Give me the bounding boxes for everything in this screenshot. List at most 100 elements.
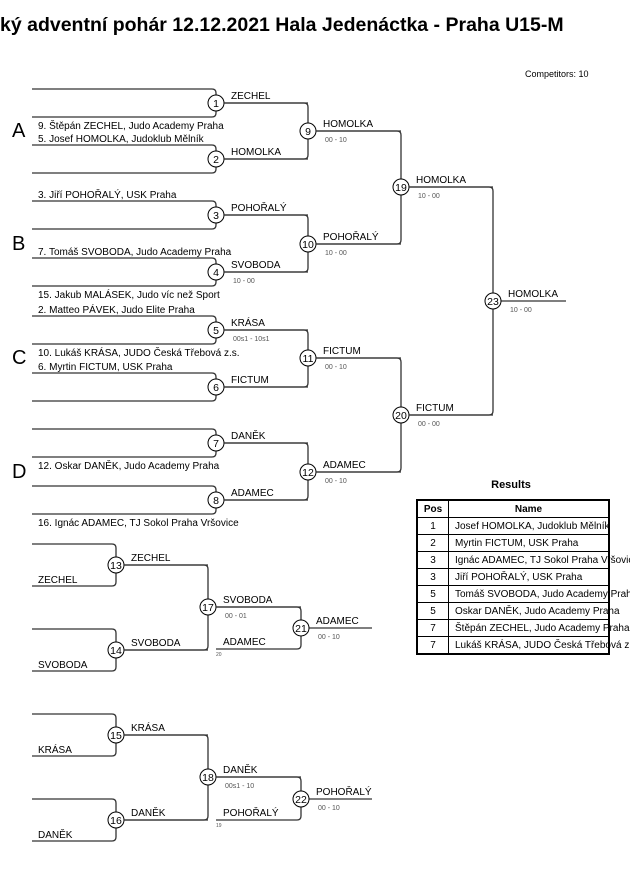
- competitor-entry: 16. Ignác ADAMEC, TJ Sokol Praha Vršovic…: [38, 518, 239, 529]
- match-score: 00 - 10: [325, 364, 347, 371]
- results-title: Results: [491, 479, 531, 491]
- match-number: 9: [305, 126, 311, 138]
- result-pos: 5: [416, 602, 449, 620]
- competitor-entry: 6. Myrtin FICTUM, USK Praha: [38, 362, 173, 373]
- pool-label-d: D: [12, 461, 26, 483]
- col-pos: Pos: [416, 499, 449, 518]
- competitor-entry: 12. Oskar DANĚK, Judo Academy Praha: [38, 459, 220, 472]
- pool-label-c: C: [12, 347, 26, 369]
- match-number: 1: [213, 98, 219, 110]
- round3-bracket: [316, 130, 402, 245]
- round1-bracket: [32, 485, 217, 515]
- winner-name: ADAMEC: [316, 616, 359, 627]
- competitor-entry: 3. Jiří POHOŘALÝ, USK Praha: [38, 188, 177, 201]
- final-bracket: [409, 186, 494, 416]
- match-score: 00 - 01: [225, 613, 247, 620]
- result-name: Lukáš KRÁSA, JUDO Česká Třebová z.s.: [448, 636, 630, 655]
- match-number: 2: [213, 154, 219, 166]
- result-pos: 1: [416, 517, 449, 535]
- match-number: 22: [295, 794, 307, 806]
- result-name: Tomáš SVOBODA, Judo Academy Praha: [448, 585, 630, 603]
- round1-bracket: [32, 144, 217, 174]
- match-number: 15: [110, 730, 122, 742]
- match-number: 11: [303, 353, 314, 365]
- winner-name: SVOBODA: [231, 260, 281, 271]
- round1-bracket: [32, 88, 217, 118]
- match-number-circle: [292, 619, 310, 637]
- winner-name: FICTUM: [416, 403, 454, 414]
- winner-name: HOMOLKA: [416, 175, 466, 186]
- result-name: Myrtin FICTUM, USK Praha: [448, 534, 610, 552]
- match-number: 14: [110, 645, 122, 657]
- winner-name: DANĚK: [223, 763, 258, 776]
- match-number-circle: [292, 790, 310, 808]
- match-number-circle: [484, 292, 502, 310]
- competitor-entry: DANĚK: [38, 828, 73, 841]
- match-number: 10: [302, 239, 314, 251]
- match-score: 00 - 10: [325, 137, 347, 144]
- result-name: Ignác ADAMEC, TJ Sokol Praha Vršovice: [448, 551, 630, 569]
- match-number: 5: [213, 325, 219, 337]
- match-number: 12: [302, 467, 314, 479]
- result-pos: 7: [416, 636, 449, 655]
- match-number: 20: [395, 410, 407, 422]
- match-number: 19: [395, 182, 407, 194]
- winner-name: ADAMEC: [323, 460, 366, 471]
- match-number: 7: [213, 438, 219, 450]
- winner-name: ZECHEL: [131, 553, 171, 564]
- winner-name: SVOBODA: [131, 638, 181, 649]
- round1-bracket: [32, 372, 217, 402]
- winner-name: HOMOLKA: [231, 147, 281, 158]
- winner-name: ZECHEL: [231, 91, 271, 102]
- winner-name: DANĚK: [231, 429, 266, 442]
- winner-name: POHOŘALÝ: [231, 201, 287, 214]
- competitor-entry: 10. Lukáš KRÁSA, JUDO Česká Třebová z.s.: [38, 346, 240, 359]
- match-number: 18: [202, 772, 214, 784]
- winner-name: KRÁSA: [231, 316, 265, 329]
- result-pos: 3: [416, 551, 449, 569]
- winner-name: ADAMEC: [231, 488, 274, 499]
- match-score: 10 - 00: [325, 250, 347, 257]
- page-title: ký adventní pohár 12.12.2021 Hala Jedená…: [0, 14, 564, 36]
- winner-name: SVOBODA: [223, 595, 273, 606]
- result-pos: 7: [416, 619, 449, 637]
- winner-name: FICTUM: [323, 346, 361, 357]
- result-name: Jiří POHOŘALÝ, USK Praha: [448, 568, 610, 586]
- bronze-entrant: POHOŘALÝ: [223, 806, 279, 819]
- match-number: 8: [213, 495, 219, 507]
- match-number: 6: [213, 382, 219, 394]
- round1-bracket: [32, 315, 217, 345]
- match-number: 21: [295, 623, 307, 635]
- match-number: 3: [213, 210, 219, 222]
- result-pos: 2: [416, 534, 449, 552]
- winner-name: HOMOLKA: [323, 119, 373, 130]
- pool-label-b: B: [12, 233, 25, 255]
- competitor-entry: 15. Jakub MALÁSEK, Judo víc než Sport: [38, 288, 220, 301]
- match-score: 00s1 - 10s1: [233, 336, 270, 343]
- match-score: 00 - 10: [318, 805, 340, 812]
- winner-name: DANĚK: [131, 806, 166, 819]
- round1-bracket: [32, 257, 217, 287]
- winner-name: HOMOLKA: [508, 289, 558, 300]
- result-pos: 5: [416, 585, 449, 603]
- match-score: 00 - 10: [325, 478, 347, 485]
- round3-bracket: [316, 357, 402, 473]
- entrant-source-match: 19: [216, 823, 222, 829]
- result-name: Štěpán ZECHEL, Judo Academy Praha: [448, 619, 630, 637]
- round1-bracket: [32, 428, 217, 458]
- winner-name: KRÁSA: [131, 721, 165, 734]
- competitor-entry: 7. Tomáš SVOBODA, Judo Academy Praha: [38, 247, 232, 258]
- competitor-entry: ZECHEL: [38, 575, 78, 586]
- competitor-entry: SVOBODA: [38, 660, 88, 671]
- match-number: 13: [110, 560, 122, 572]
- match-score: 10 - 00: [233, 278, 255, 285]
- match-score: 10 - 00: [510, 307, 532, 314]
